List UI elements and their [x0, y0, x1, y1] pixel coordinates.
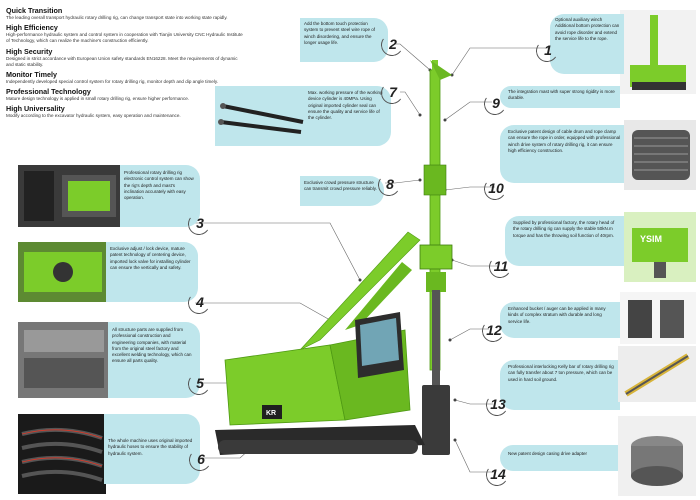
feature-text: The leading overall transport hydraulic … [6, 15, 228, 20]
callout-control-system: Professional rotary drilling rig electro… [120, 165, 200, 227]
feature-title: Professional Technology [6, 87, 91, 97]
hydraulic-hoses-photo [18, 414, 106, 494]
structure-parts-photo [18, 322, 110, 398]
callout-number: 2 [385, 36, 401, 52]
control-system-photo [18, 165, 122, 227]
feature-text: Designed in strict accordance with Europ… [6, 55, 238, 67]
feature-title: High Security [6, 46, 53, 56]
callout-structure-parts: All structure parts are supplied from pr… [108, 322, 200, 398]
callout-cylinder-pressure: Max. working pressure of the working dev… [305, 86, 391, 146]
feature-text: Modify according to the excavator hydrau… [6, 113, 181, 119]
feature-list: Quick Transition The leading overall tra… [6, 6, 246, 122]
callout-number: 4 [192, 294, 208, 310]
callout-crowd-pressure: Exclusive crowd pressure structure can t… [300, 176, 384, 206]
cable-drum-photo [624, 120, 696, 190]
callout-integration-mast: The integration mast with super strong r… [500, 86, 620, 108]
callout-number: 3 [192, 215, 208, 231]
kelly-bar-photo [618, 346, 696, 402]
callout-number: 14 [490, 466, 506, 482]
callout-number: 12 [486, 322, 502, 338]
feature-title: High Efficiency [6, 23, 58, 33]
lock-device-photo [18, 242, 108, 302]
casing-adapter-photo [618, 416, 696, 496]
callout-auxiliary-winch: Optional auxiliary winch Additional bott… [550, 14, 624, 74]
callout-kelly-bar: Professional interlocking Kelly bar of r… [500, 360, 620, 410]
callout-hydraulic-hoses: The whole machine uses original imported… [104, 414, 200, 484]
cylinder-photo [215, 86, 307, 146]
callout-rotary-head: Supplied by professional factory, the ro… [505, 216, 625, 266]
feature-title: High Universality [6, 104, 65, 114]
callout-number: 9 [488, 95, 504, 111]
feature-text: Independently developed special control … [6, 79, 219, 85]
callout-number: 6 [193, 451, 209, 467]
bucket-auger-photo [620, 292, 696, 344]
auxiliary-winch-photo [620, 10, 696, 94]
callout-bottom-protection: Add the bottom touch protection system t… [300, 18, 388, 62]
feature-text: High-performance hydraulic system and co… [6, 32, 243, 44]
callout-bucket-auger: Enhanced bucket / auger can be applied i… [500, 302, 620, 338]
callout-number: 5 [192, 375, 208, 391]
callout-number: 13 [490, 396, 506, 412]
callout-number: 10 [488, 180, 504, 196]
rotary-head-photo: YSIM [624, 212, 696, 282]
feature-title: Quick Transition [6, 6, 63, 15]
callout-lock-device: Exclusive adjust / lock device, mature p… [106, 242, 198, 302]
rotary-head-label: YSIM [640, 234, 662, 244]
feature-title: Monitor Timely [6, 70, 57, 80]
callout-number: 8 [382, 176, 398, 192]
cab-label: KR [266, 410, 276, 417]
callout-number: 1 [540, 42, 556, 58]
callout-number: 11 [493, 258, 509, 274]
feature-text: Mature design technology is applied in s… [6, 96, 190, 102]
callout-cable-drum: Exclusive patent design of cable drum an… [500, 125, 626, 183]
callout-casing-adapter: New patent design casing drive adapter [500, 445, 618, 471]
callout-number: 7 [385, 84, 401, 100]
